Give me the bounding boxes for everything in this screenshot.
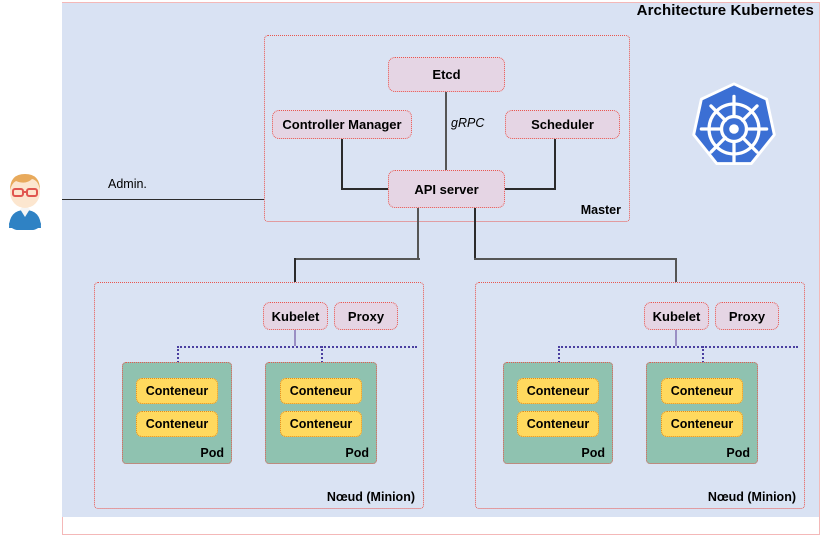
component-api-server-label: API server <box>414 181 479 197</box>
node-right-pod-1-container-2[interactable]: Conteneur <box>517 411 599 437</box>
edge-scheduler-horizontal <box>505 188 556 190</box>
page-title: Architecture Kubernetes <box>636 2 814 19</box>
master-label: Master <box>580 203 621 217</box>
node-left-kubelet[interactable]: Kubelet <box>263 302 328 330</box>
node-right-pod-1-label: Pod <box>581 446 605 460</box>
container-label: Conteneur <box>670 384 734 398</box>
node-left-pod-2-container-2[interactable]: Conteneur <box>280 411 362 437</box>
admin-avatar-icon <box>2 168 48 231</box>
node-left-kubelet-stem <box>294 330 297 346</box>
node-left-pod2-drop <box>321 346 323 363</box>
component-controller-manager-label: Controller Manager <box>282 117 402 132</box>
kubernetes-logo <box>686 81 782 177</box>
edge-cm-horizontal <box>341 188 389 190</box>
edge-api-to-left-node-h <box>294 258 420 261</box>
node-right-pod-1-container-1[interactable]: Conteneur <box>517 378 599 404</box>
component-etcd-label: Etcd <box>432 67 461 82</box>
node-left-pod-1-container-2[interactable]: Conteneur <box>136 411 218 437</box>
component-controller-manager[interactable]: Controller Manager <box>272 110 412 139</box>
node-left-pod-1-container-1[interactable]: Conteneur <box>136 378 218 404</box>
node-left-pod-2-label: Pod <box>345 446 369 460</box>
component-scheduler-label: Scheduler <box>531 117 594 132</box>
edge-api-to-right-node-v2 <box>675 258 678 304</box>
component-etcd[interactable]: Etcd <box>388 57 505 92</box>
node-left-pod-bus <box>177 346 417 348</box>
node-left-proxy[interactable]: Proxy <box>334 302 398 330</box>
node-right-pod2-drop <box>702 346 704 363</box>
node-right-pod-2-container-1[interactable]: Conteneur <box>661 378 743 404</box>
node-right-proxy-label: Proxy <box>728 308 766 324</box>
edge-admin-to-api <box>62 199 384 201</box>
edge-scheduler-vertical <box>554 139 556 189</box>
node-right-kubelet-stem <box>675 330 678 346</box>
container-label: Conteneur <box>670 417 734 431</box>
component-api-server[interactable]: API server <box>388 170 505 208</box>
edge-api-to-left-node-v1 <box>417 208 420 260</box>
edge-cm-vertical <box>341 139 343 189</box>
node-right-pod-bus <box>558 346 798 348</box>
container-label: Conteneur <box>289 384 353 398</box>
container-label: Conteneur <box>289 417 353 431</box>
container-label: Conteneur <box>526 417 590 431</box>
node-left-proxy-label: Proxy <box>347 308 385 324</box>
node-left-label: Nœud (Minion) <box>326 490 415 504</box>
node-right-pod1-drop <box>558 346 560 363</box>
edge-api-to-left-node-v2 <box>294 258 296 304</box>
edge-api-to-right-node-h <box>474 258 677 261</box>
component-scheduler[interactable]: Scheduler <box>505 110 620 139</box>
node-left-pod1-drop <box>177 346 179 363</box>
container-label: Conteneur <box>145 417 209 431</box>
node-left-pod-1-label: Pod <box>200 446 224 460</box>
node-right-proxy[interactable]: Proxy <box>715 302 779 330</box>
node-right-label: Nœud (Minion) <box>707 490 796 504</box>
node-left-pod-2-container-1[interactable]: Conteneur <box>280 378 362 404</box>
edge-etcd-to-api <box>445 92 448 171</box>
node-right-pod-2-label: Pod <box>726 446 750 460</box>
container-label: Conteneur <box>526 384 590 398</box>
node-right-pod-2-container-2[interactable]: Conteneur <box>661 411 743 437</box>
edge-api-to-right-node-v1 <box>474 208 476 260</box>
node-right-kubelet-label: Kubelet <box>652 308 701 324</box>
node-right-kubelet[interactable]: Kubelet <box>644 302 709 330</box>
edge-label-grpc: gRPC <box>451 116 485 130</box>
admin-label: Admin. <box>108 177 147 191</box>
node-left-kubelet-label: Kubelet <box>271 308 320 324</box>
container-label: Conteneur <box>145 384 209 398</box>
